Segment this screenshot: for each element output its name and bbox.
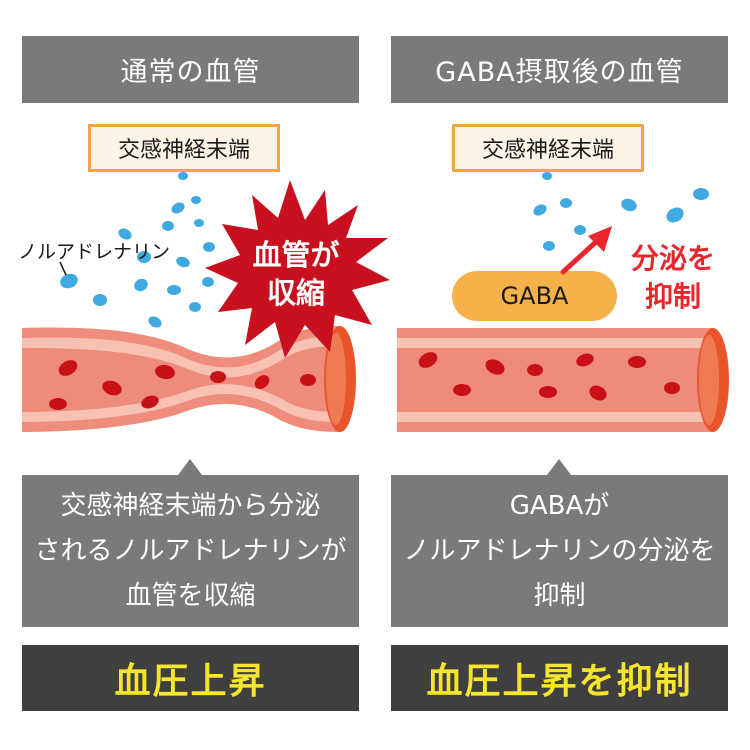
- left-nerve-terminal-label: 交感神経末端: [88, 124, 280, 172]
- right-noradrenaline-dots: [533, 172, 709, 251]
- left-noradrenaline-dots: [60, 172, 215, 328]
- burst-text-line1: 血管が: [252, 238, 340, 272]
- left-caption-line1: 交感神経末端から分泌: [60, 490, 321, 521]
- suppress-label-line2: 抑制: [644, 280, 701, 313]
- right-caption-line1: GABAが: [509, 490, 610, 521]
- left-blood-vessel: [22, 326, 356, 432]
- right-panel-title: GABA摂取後の血管: [391, 36, 728, 103]
- right-blood-vessel: [397, 328, 729, 432]
- suppress-label-line1: 分泌を: [630, 242, 715, 275]
- right-caption-line2: ノルアドレナリンの分泌を: [403, 535, 716, 566]
- right-caption-line3: 抑制: [533, 580, 586, 611]
- left-result: 血圧上昇: [22, 645, 359, 711]
- left-caption: 交感神経末端から分泌 されるノルアドレナリンが 血管を収縮: [22, 475, 359, 627]
- right-caption: GABAが ノルアドレナリンの分泌を 抑制: [391, 475, 728, 627]
- gaba-label: GABA: [500, 282, 569, 310]
- noradrenaline-label: ノルアドレナリン: [18, 241, 171, 263]
- left-caption-pointer: [178, 459, 202, 475]
- burst-text-line2: 収縮: [266, 276, 325, 310]
- right-caption-pointer: [547, 459, 571, 475]
- suppress-label: 分泌を 抑制: [618, 240, 728, 316]
- left-caption-line2: されるノルアドレナリンが: [34, 535, 347, 566]
- left-panel-title: 通常の血管: [22, 36, 359, 103]
- constriction-burst: [205, 180, 390, 358]
- right-result: 血圧上昇を抑制: [391, 645, 728, 711]
- left-caption-line3: 血管を収縮: [125, 580, 256, 611]
- burst-text: 血管が 収縮: [246, 236, 346, 312]
- gaba-molecule: [452, 271, 617, 321]
- right-nerve-terminal-label: 交感神経末端: [452, 124, 644, 172]
- suppress-arrow: [560, 226, 612, 275]
